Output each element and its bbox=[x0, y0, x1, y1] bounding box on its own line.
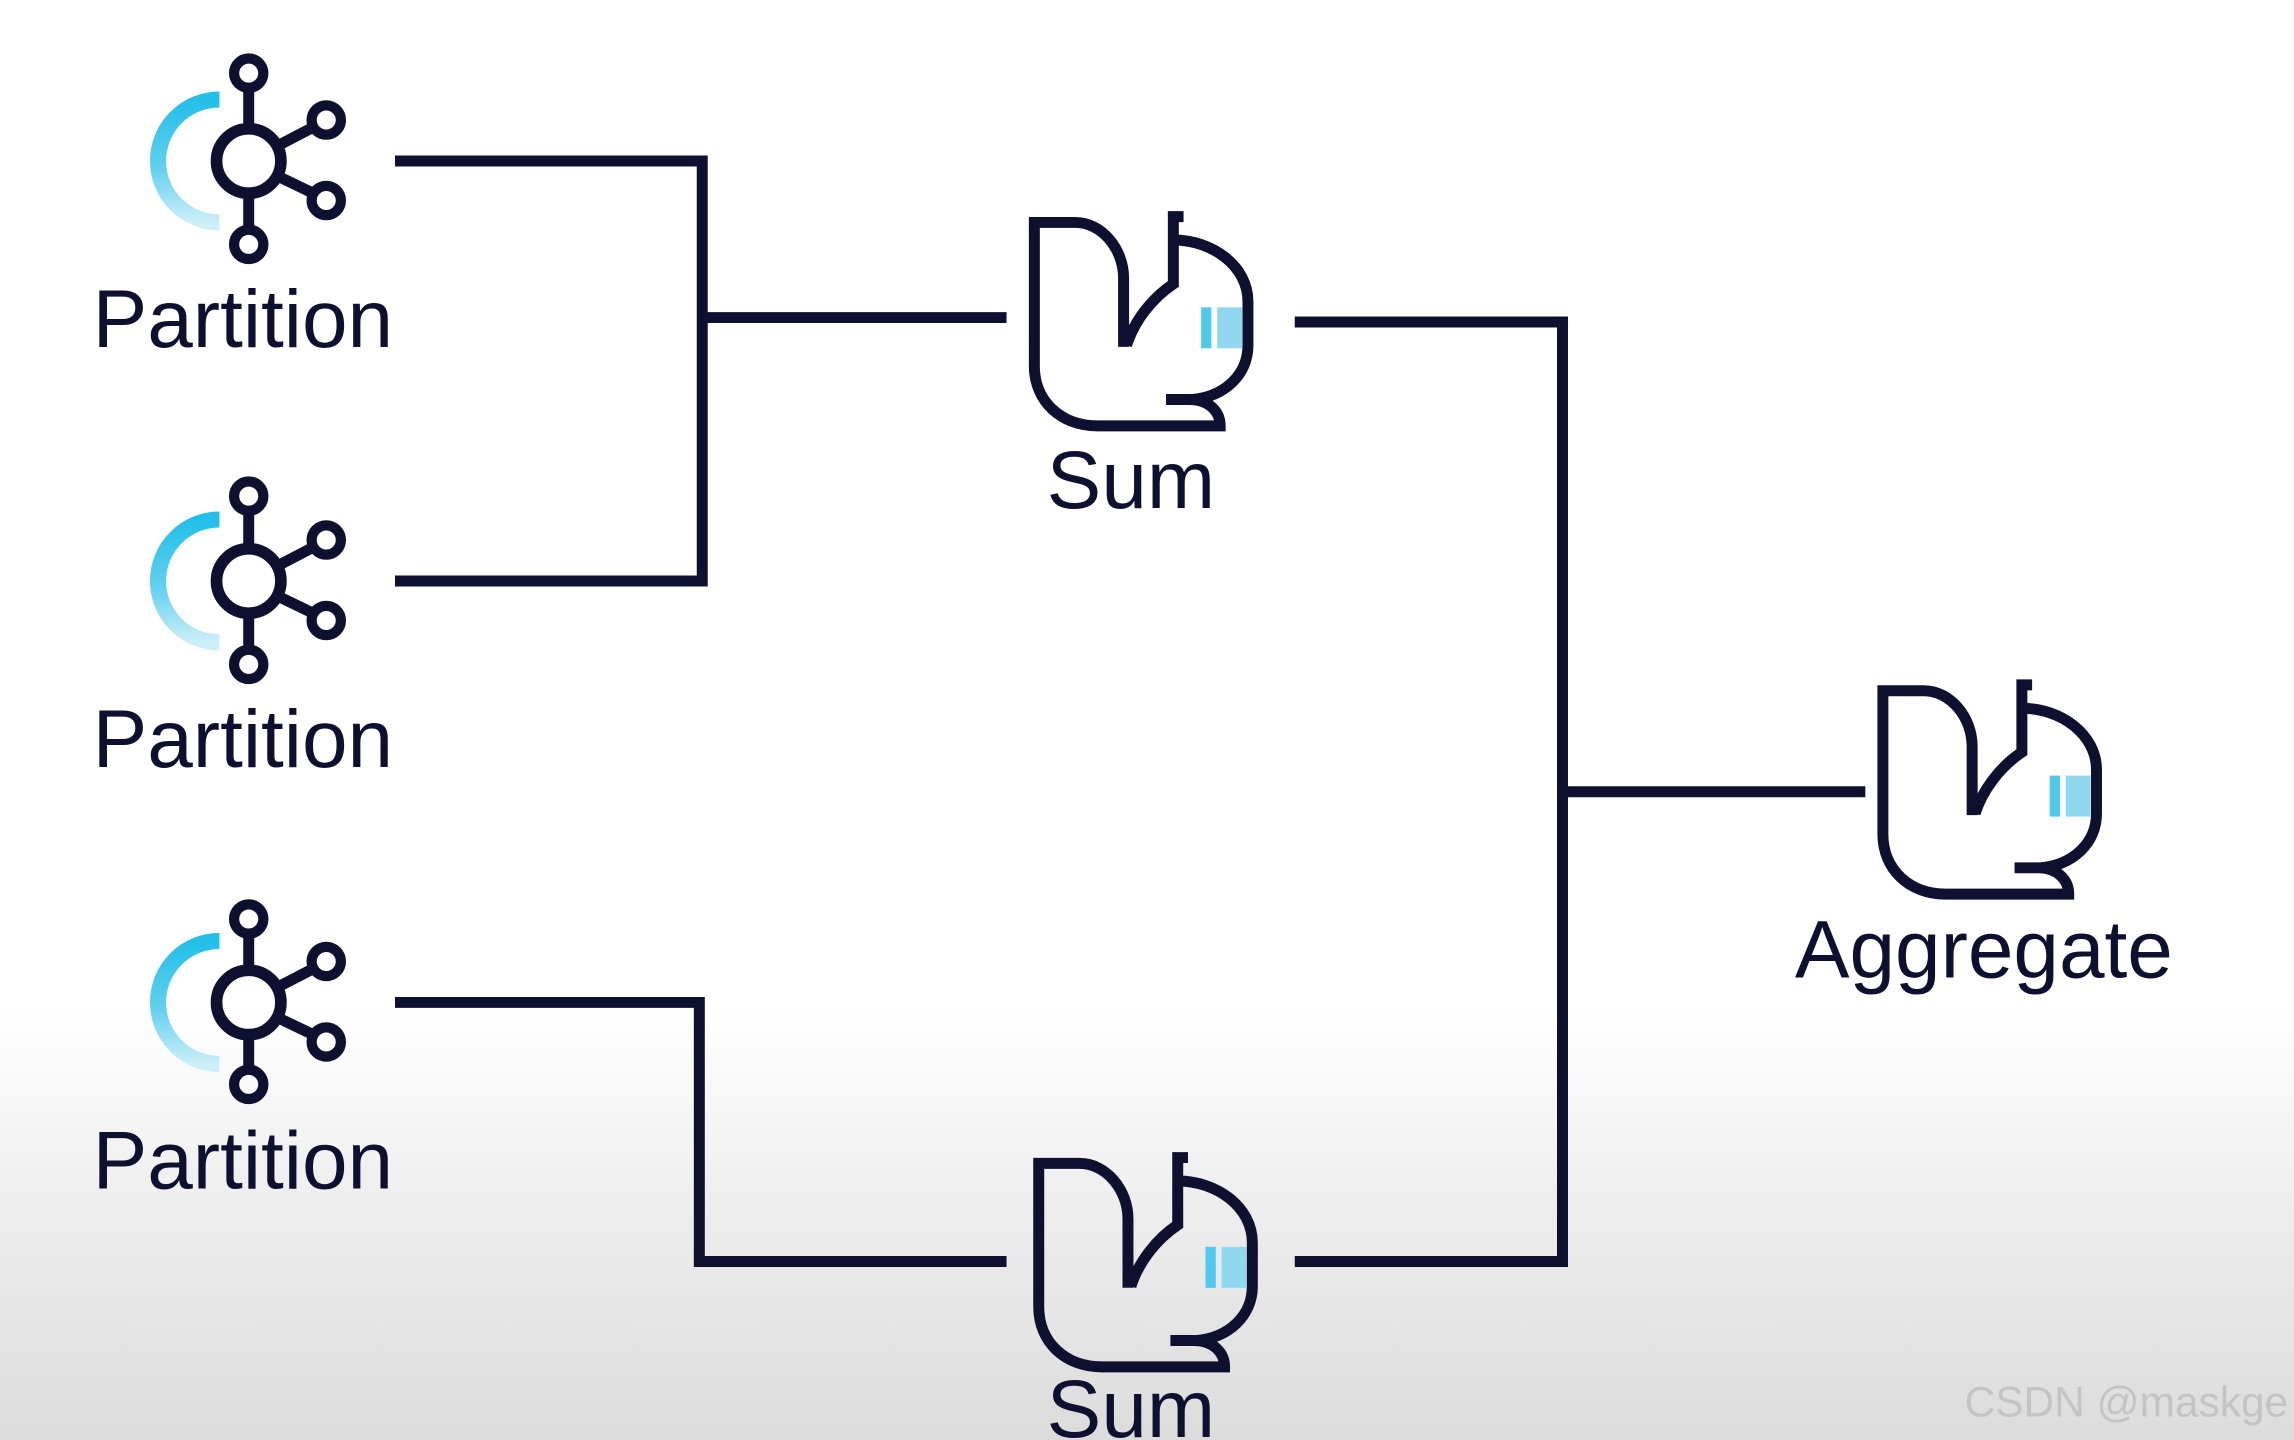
connector-partition-3-to-sum-2 bbox=[395, 996, 1007, 1267]
partition-node-1: Partition bbox=[93, 53, 393, 365]
connector-sums-to-aggregate bbox=[1294, 316, 1866, 1267]
kafka-icon bbox=[149, 476, 347, 685]
partition-label: Partition bbox=[93, 694, 393, 785]
connectors bbox=[395, 155, 1866, 1267]
kafka-top-node bbox=[228, 476, 269, 516]
kafka-top-node bbox=[228, 899, 269, 939]
partition-node-3: Partition bbox=[93, 899, 393, 1206]
kafka-icon bbox=[149, 53, 347, 265]
kafka-bottom-node bbox=[228, 224, 269, 265]
squirrel-accent bbox=[1201, 307, 1212, 349]
squirrel-accent bbox=[1217, 307, 1243, 349]
sum-node-2: Sum bbox=[1033, 1152, 1258, 1440]
sum-label: Sum bbox=[1047, 1364, 1215, 1440]
kafka-arc bbox=[149, 932, 220, 1072]
kafka-lower-right-node bbox=[306, 180, 347, 221]
kafka-arc bbox=[149, 91, 220, 231]
aggregate-label: Aggregate bbox=[1795, 905, 2173, 996]
squirrel-accent bbox=[1221, 1246, 1247, 1288]
partition-node-2: Partition bbox=[93, 476, 393, 785]
kafka-links bbox=[243, 933, 316, 1070]
kafka-arc bbox=[149, 511, 220, 651]
sum-label: Sum bbox=[1047, 435, 1215, 526]
kafka-links bbox=[243, 510, 316, 650]
squirrel-accent bbox=[2065, 775, 2091, 817]
kafka-top-node bbox=[228, 53, 269, 93]
flink-squirrel-icon bbox=[1877, 679, 2102, 900]
kafka-lower-right-node bbox=[306, 1022, 347, 1062]
kafka-lower-right-node bbox=[306, 600, 347, 641]
aggregate-node: Aggregate bbox=[1795, 679, 2173, 996]
kafka-upper-right-node bbox=[306, 520, 347, 560]
kafka-upper-right-node bbox=[306, 941, 347, 982]
squirrel-outline bbox=[1033, 1152, 1258, 1373]
kafka-bottom-node bbox=[228, 1064, 269, 1105]
kafka-center-node bbox=[210, 122, 287, 200]
flink-squirrel-icon bbox=[1033, 1152, 1258, 1373]
sum-node-1: Sum bbox=[1028, 211, 1254, 526]
squirrel-outline bbox=[1028, 211, 1254, 432]
partition-label: Partition bbox=[93, 274, 393, 365]
squirrel-accent bbox=[1205, 1246, 1216, 1288]
kafka-center-node bbox=[210, 542, 287, 620]
kafka-bottom-node bbox=[228, 644, 269, 685]
watermark-text: CSDN @maskge bbox=[1965, 1379, 2289, 1426]
connector-partitions-to-sum-1 bbox=[395, 155, 1007, 587]
kafka-icon bbox=[149, 899, 347, 1105]
kafka-links bbox=[243, 87, 316, 230]
squirrel-accent bbox=[2049, 775, 2060, 817]
partition-label: Partition bbox=[93, 1115, 393, 1206]
flink-squirrel-icon bbox=[1028, 211, 1254, 432]
kafka-center-node bbox=[210, 964, 287, 1041]
kafka-upper-right-node bbox=[306, 100, 347, 140]
squirrel-outline bbox=[1877, 679, 2102, 900]
